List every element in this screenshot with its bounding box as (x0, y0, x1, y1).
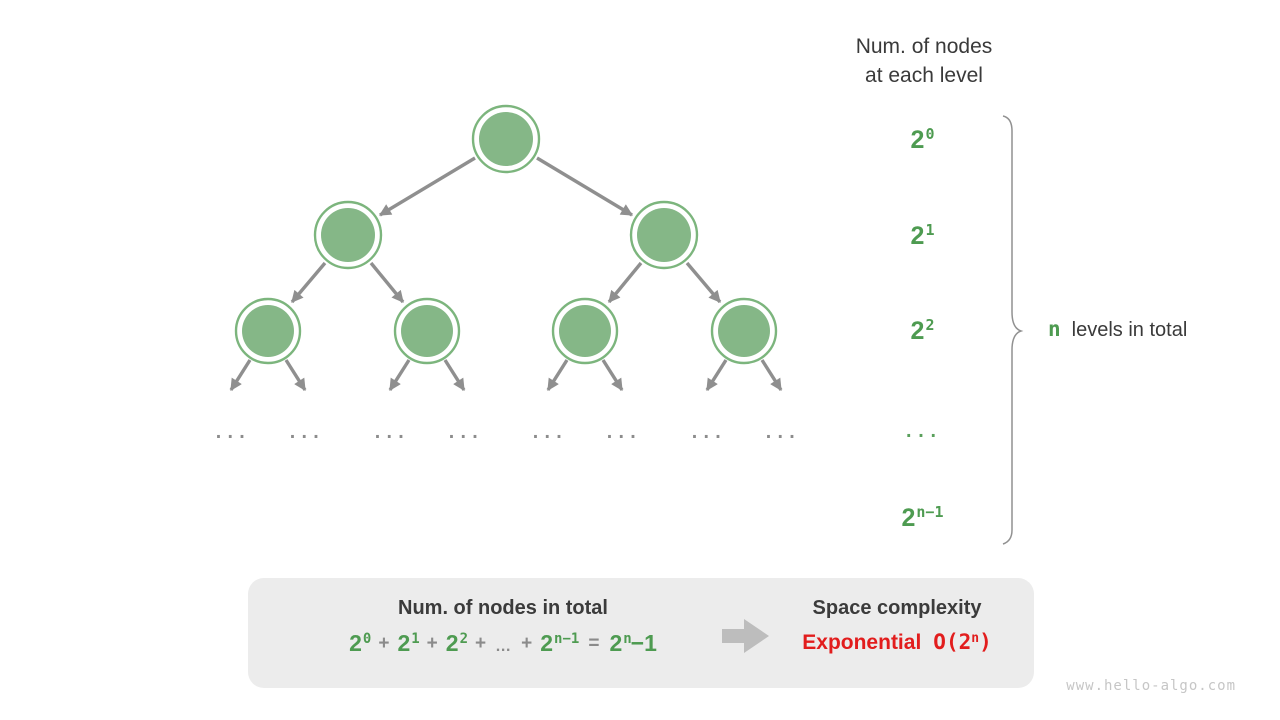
tree-node (710, 297, 778, 365)
level-label-2-2: 22 (852, 315, 992, 350)
ellipsis: ... (763, 423, 798, 443)
pow-base: 2 (910, 222, 925, 250)
header-line1: Num. of nodes (855, 35, 993, 58)
level-label-2-1: 21 (852, 220, 992, 255)
levels-column-header: Num. of nodes at each level (814, 32, 1034, 90)
space-complexity-column: Space complexity Exponential O(2n) (768, 596, 1026, 655)
edge-dangling (388, 359, 411, 392)
n-symbol: n (1048, 317, 1061, 341)
formula-ellipsis: … (495, 638, 513, 655)
tree-node-root (471, 104, 541, 174)
level-label-dots: ... (903, 422, 941, 442)
pow-exponent: 2 (925, 316, 935, 334)
level-label-2-0: 20 (852, 124, 992, 159)
pow-base: 2 (910, 126, 925, 154)
tree-node (629, 200, 699, 270)
right-block-arrow-icon (722, 619, 769, 653)
equals-operator: = (588, 633, 600, 654)
plus-operator: + (426, 633, 438, 654)
pow-term: 20 (349, 630, 372, 656)
tree-node (313, 200, 383, 270)
level-label-2-n-1: 2n−1 (852, 502, 992, 537)
levels-total-text: levels in total (1071, 319, 1188, 341)
pow-base: 2 (901, 504, 916, 532)
total-nodes-title: Num. of nodes in total (398, 597, 608, 619)
pow-exponent: 1 (925, 221, 935, 239)
plus-operator: + (521, 633, 533, 654)
ellipsis: ... (213, 423, 248, 443)
total-nodes-column: Num. of nodes in total 20+21+22+…+2n−1=2… (268, 596, 738, 657)
edge-l2c (607, 261, 643, 304)
total-nodes-formula: 20 +21 +22 + … +2n−1 = 2n−1 (268, 630, 738, 657)
edge-root-left (378, 156, 476, 217)
tree-node (234, 297, 302, 365)
tree-ellipsis-row: ... ... ... ... ... ... ... ... (213, 423, 798, 443)
pow-term: 21 (397, 630, 420, 656)
tree-edges (229, 156, 783, 392)
pow-exponent: 0 (925, 125, 935, 143)
edge-root-right (536, 156, 634, 217)
tree-node (551, 297, 619, 365)
ellipsis: ... (446, 423, 481, 443)
edge-l2a (290, 261, 327, 304)
summary-box: Num. of nodes in total 20+21+22+…+2n−1=2… (248, 578, 1034, 688)
pow-term: 2n−1 (540, 630, 580, 656)
space-complexity-value: Exponential O(2n) (768, 630, 1026, 655)
edge-l2b (369, 261, 405, 304)
ellipsis: ... (689, 423, 724, 443)
pow-exponent: n−1 (916, 503, 944, 521)
pow-term: 22 (445, 630, 469, 656)
edge-dangling (443, 359, 466, 392)
tree-nodes (234, 104, 778, 365)
plus-operator: + (378, 633, 390, 654)
ellipsis: ... (604, 423, 639, 443)
tree-node (393, 297, 461, 365)
edge-l2d (685, 261, 722, 304)
pow-base: 2 (910, 317, 925, 345)
edge-dangling (229, 359, 252, 392)
levels-total-note: n levels in total (1048, 317, 1187, 342)
header-line2: at each level (865, 64, 983, 87)
plus-operator: + (475, 633, 487, 654)
formula-result: 2n−1 (609, 630, 657, 656)
edge-dangling (284, 359, 307, 392)
ellipsis: ... (287, 423, 322, 443)
edge-dangling (601, 359, 624, 392)
watermark: www.hello-algo.com (1066, 678, 1236, 694)
complexity-label: Exponential (802, 631, 922, 654)
edge-dangling (546, 359, 569, 392)
levels-brace (1002, 115, 1024, 545)
edge-dangling (760, 359, 783, 392)
edge-dangling (705, 359, 728, 392)
space-complexity-title: Space complexity (812, 597, 982, 619)
ellipsis: ... (372, 423, 407, 443)
ellipsis: ... (530, 423, 565, 443)
big-o-expression: O(2n) (933, 630, 992, 654)
